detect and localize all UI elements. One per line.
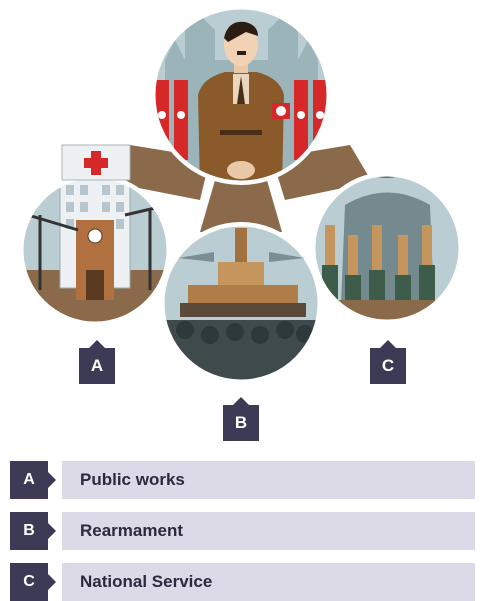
legend-label-b: Rearmament [62,512,475,550]
legend-label-a: Public works [62,461,475,499]
rearmament-illustration [160,222,322,384]
legend-letter-b: B [10,512,56,550]
legend-row-b: B Rearmament [10,512,475,550]
public-works-illustration [19,144,171,326]
legend-row-c: C National Service [10,563,475,601]
legend-letter-c: C [10,563,56,601]
national-service-illustration [311,172,463,324]
swastika-icon [276,106,286,116]
legend-label-c: National Service [62,563,475,601]
marching-figures [325,225,432,277]
red-cross-icon [84,151,108,175]
legend-letter-a: A [10,461,56,499]
plane-icon [178,252,305,262]
crane-icon [27,203,168,290]
marker-b: B [223,397,259,441]
tank-icon [180,228,306,317]
marker-a: A [79,340,115,384]
legend-row-a: A Public works [10,461,475,499]
marker-c: C [370,340,406,384]
